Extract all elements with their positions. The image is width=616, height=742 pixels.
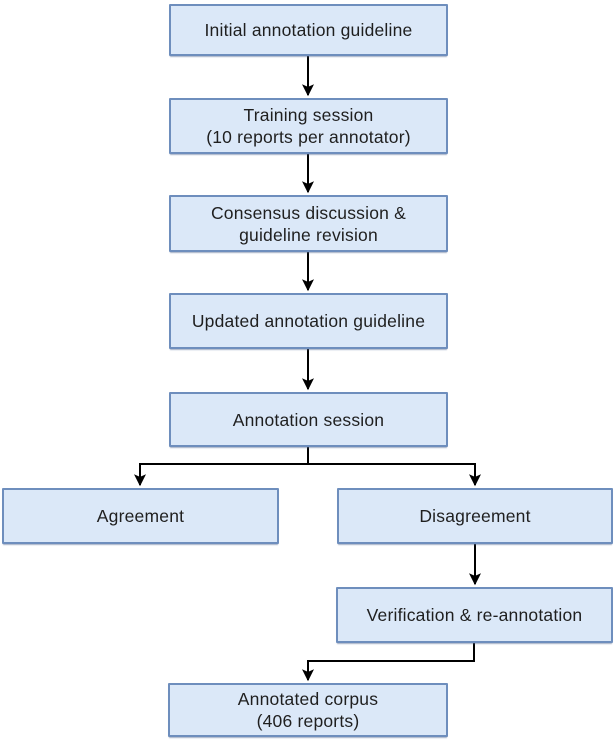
flow-node-label: Updated annotation guideline <box>191 311 426 331</box>
flow-node-label: Disagreement <box>419 506 531 526</box>
arrow-session-to-agreement <box>134 447 309 487</box>
arrow-session-to-disagreement <box>308 463 481 487</box>
flow-node-label: Verification & re-annotation <box>366 605 583 625</box>
flow-node-label: Initial annotation guideline <box>204 20 413 40</box>
flow-node-agreement: Agreement <box>2 488 279 544</box>
flow-node-annotated-corpus: Annotated corpus (406 reports) <box>168 683 448 737</box>
flow-node-updated-annotation-guideline: Updated annotation guideline <box>169 293 448 349</box>
flow-node-verification-re-annotation: Verification & re-annotation <box>336 587 613 643</box>
flow-node-consensus-discussion: Consensus discussion & guideline revisio… <box>169 195 448 252</box>
flow-node-label: Consensus discussion & guideline revisio… <box>210 202 407 245</box>
flow-node-disagreement: Disagreement <box>337 488 613 544</box>
arrow-verification-to-corpus <box>302 643 475 682</box>
flow-node-annotation-session: Annotation session <box>169 392 448 447</box>
flow-node-label: Annotation session <box>232 409 385 430</box>
flow-node-label: Annotated corpus (406 reports) <box>237 689 379 731</box>
flow-node-initial-annotation-guideline: Initial annotation guideline <box>169 4 448 56</box>
flow-node-training-session: Training session (10 reports per annotat… <box>169 98 448 154</box>
flow-node-label: Agreement <box>96 506 185 526</box>
flow-node-label: Training session (10 reports per annotat… <box>206 105 411 147</box>
